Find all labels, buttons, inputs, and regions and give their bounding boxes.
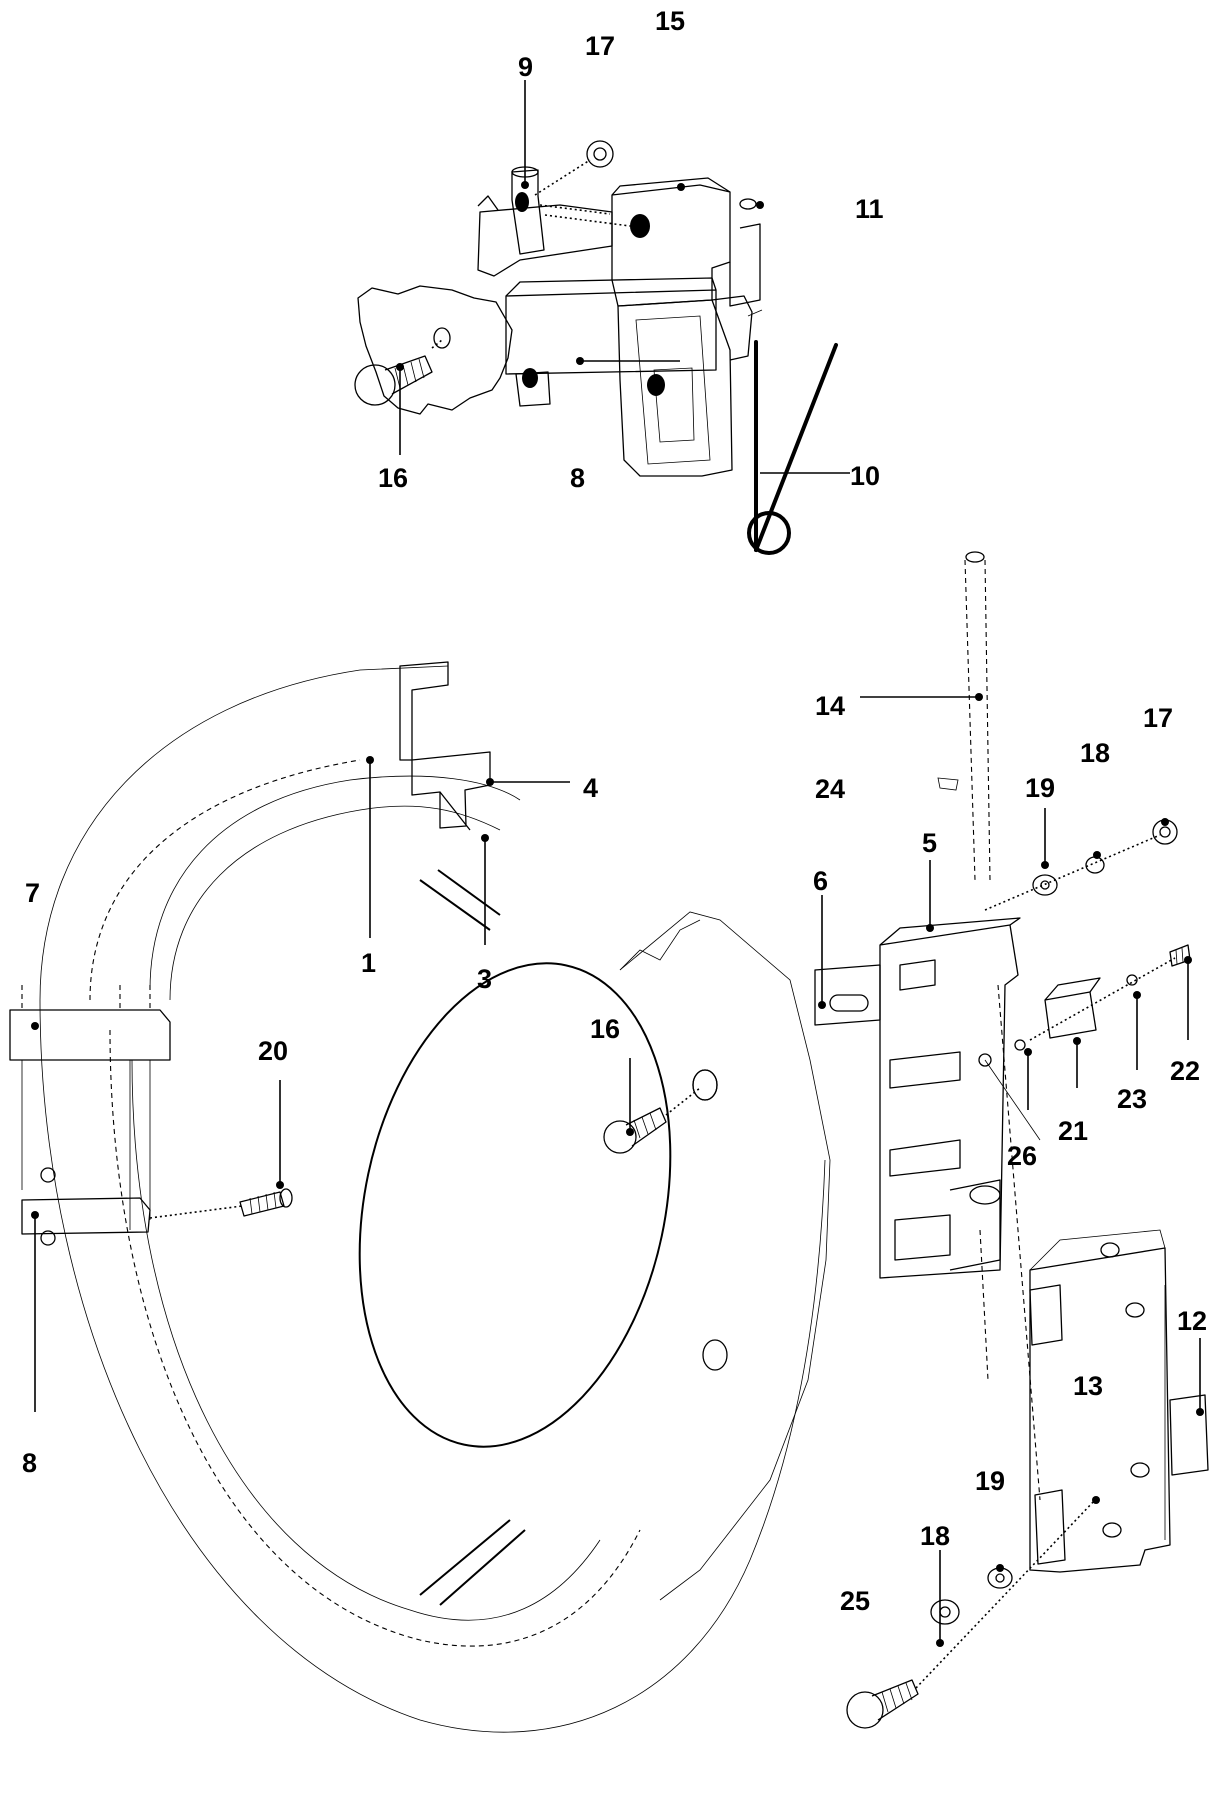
callout-22: 22	[1170, 1056, 1200, 1086]
callout-25: 25	[840, 1586, 870, 1616]
callout-16-door: 16	[590, 1014, 620, 1044]
callout-24: 24	[815, 774, 845, 804]
callout-13: 13	[1073, 1371, 1103, 1401]
callout-17-hinge: 17	[1143, 703, 1173, 733]
callout-17: 17	[585, 31, 615, 61]
callout-18: 18	[1080, 738, 1110, 768]
callout-19: 19	[1025, 773, 1055, 803]
callout-26: 26	[1007, 1141, 1037, 1171]
callout-10: 10	[850, 461, 880, 491]
door-ring	[9, 661, 831, 1733]
lock-assembly	[354, 80, 764, 477]
callout-6: 6	[813, 866, 828, 896]
callout-7: 7	[25, 878, 40, 908]
callout-labels: 15 17 9 11 16 8 10 14 17 18 24 19 4 7 5 …	[22, 6, 1207, 1616]
spring-part-10	[747, 309, 850, 555]
callout-5: 5	[922, 828, 937, 858]
callout-18-hinge: 18	[920, 1521, 950, 1551]
callout-11: 11	[855, 194, 884, 224]
callout-16: 16	[378, 463, 408, 493]
callout-20: 20	[258, 1036, 288, 1066]
callout-4: 4	[583, 773, 598, 803]
callout-3: 3	[477, 964, 492, 994]
callout-15: 15	[655, 6, 685, 36]
callout-12: 12	[1177, 1306, 1207, 1336]
callout-8: 8	[570, 463, 585, 493]
callout-1: 1	[361, 948, 376, 978]
callout-9: 9	[518, 52, 533, 82]
callout-21: 21	[1058, 1116, 1088, 1146]
callout-23: 23	[1117, 1084, 1147, 1114]
callout-8-door: 8	[22, 1448, 37, 1478]
callout-19-hinge: 19	[975, 1466, 1005, 1496]
hinge-assembly	[814, 551, 1209, 1729]
callout-14: 14	[815, 691, 845, 721]
